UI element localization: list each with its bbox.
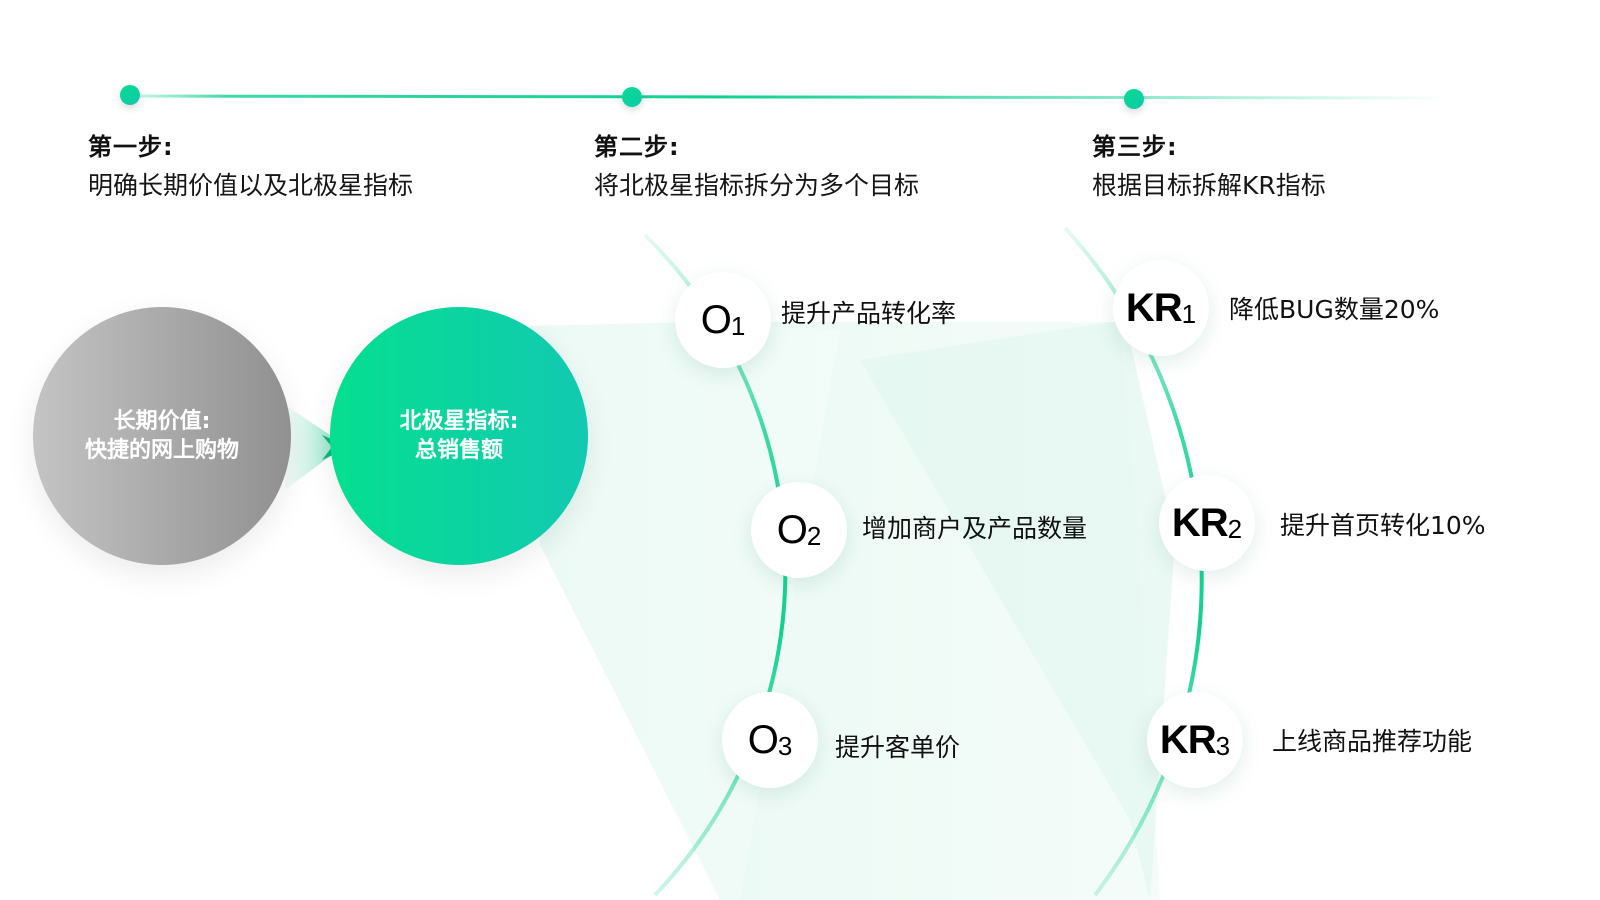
step-title: 第三步: [1092, 133, 1178, 161]
node-letter: KR [1159, 717, 1217, 762]
objective-label-1: 提升产品转化率 [781, 299, 957, 328]
node-letter: KR [1171, 500, 1229, 545]
key-result-label-1: 降低BUG数量20% [1229, 295, 1440, 324]
step-description: 将北极星指标拆分为多个目标 [594, 171, 920, 200]
timeline-line [119, 94, 1451, 100]
node-index: 2 [806, 520, 822, 551]
node-index: 1 [1181, 298, 1197, 329]
node-index: 1 [730, 310, 746, 341]
connector-arrow-shape [285, 405, 345, 490]
step-3: 第三步: 根据目标拆解KR指标 [1092, 132, 1326, 202]
step-description: 明确长期价值以及北极星指标 [88, 171, 414, 200]
timeline-dot-step-3 [1124, 89, 1144, 109]
objective-label-2: 增加商户及产品数量 [862, 514, 1088, 543]
long-term-value-text: 快捷的网上购物 [84, 438, 239, 463]
node-letter: O [776, 507, 808, 552]
timeline-dot-step-2 [622, 87, 642, 107]
node-index: 3 [1215, 730, 1231, 761]
node-letter: O [700, 297, 732, 342]
timeline-dot-step-1 [120, 85, 140, 105]
step-title: 第二步: [594, 133, 680, 161]
key-result-label-2: 提升首页转化10% [1280, 511, 1486, 540]
node-index: 2 [1227, 513, 1243, 544]
step-title: 第一步: [88, 133, 174, 161]
north-star-text: 总销售额 [414, 438, 503, 463]
step-description: 根据目标拆解KR指标 [1092, 171, 1326, 200]
objective-label-3: 提升客单价 [835, 733, 961, 762]
node-letter: KR [1125, 285, 1183, 330]
key-result-label-3: 上线商品推荐功能 [1272, 727, 1473, 756]
step-1: 第一步: 明确长期价值以及北极星指标 [88, 132, 413, 202]
north-star-title: 北极星指标: [399, 409, 519, 434]
north-star-circle: 北极星指标: 总销售额 [330, 307, 588, 565]
step-2: 第二步: 将北极星指标拆分为多个目标 [594, 132, 919, 202]
node-letter: O [747, 717, 779, 762]
fan-objectives-to-krs [860, 320, 1175, 900]
node-index: 3 [777, 730, 793, 761]
long-term-value-title: 长期价值: [113, 409, 211, 434]
long-term-value-circle: 长期价值: 快捷的网上购物 [33, 307, 291, 565]
